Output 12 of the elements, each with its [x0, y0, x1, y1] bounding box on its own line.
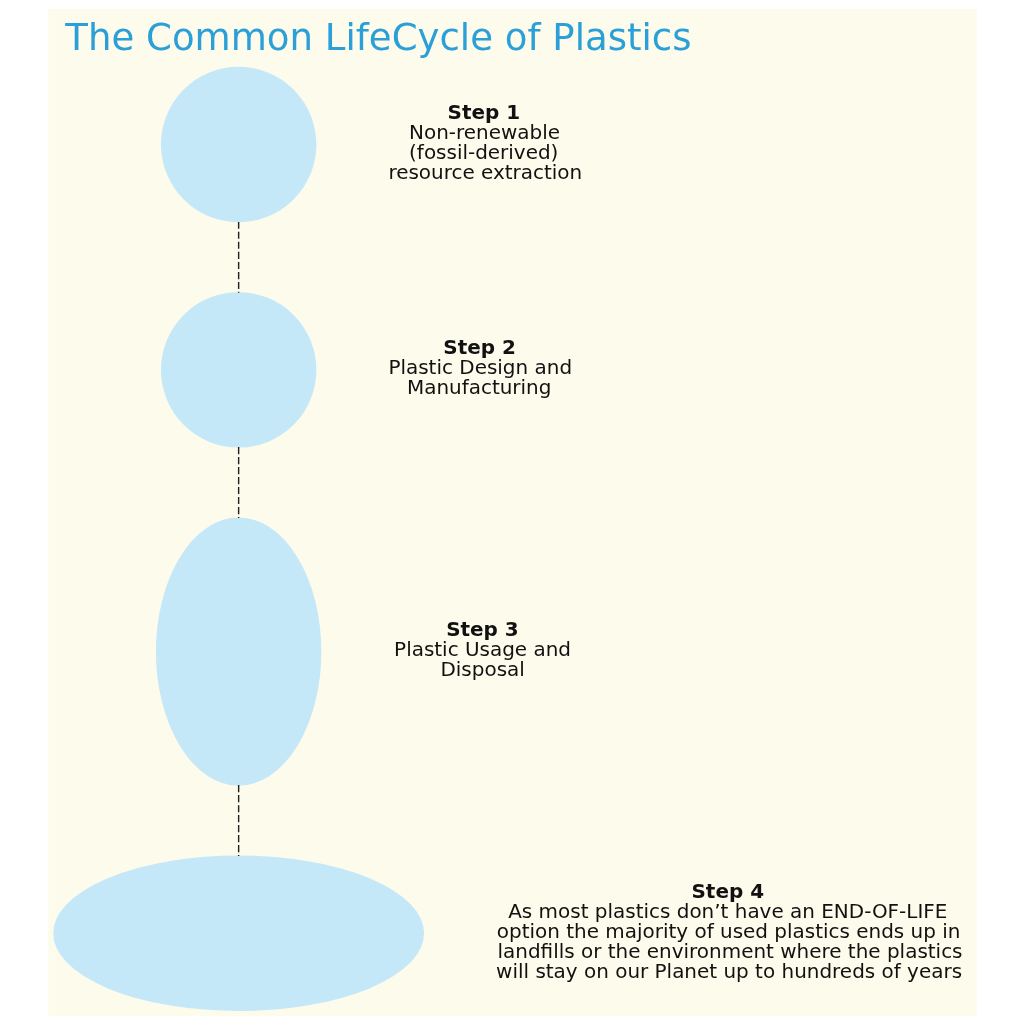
node-ellipse: [155, 517, 321, 786]
node-label: Step 1: [447, 99, 520, 124]
node-ellipse: [52, 855, 424, 1011]
node-label: Step 2: [442, 334, 516, 359]
connector: [237, 783, 239, 857]
node-circle: [160, 66, 316, 222]
node-circle: [160, 291, 316, 448]
node-label: Step 4: [691, 878, 764, 903]
node-label: Step 3: [445, 616, 519, 641]
connector: [237, 445, 239, 519]
diagram-title: The Common LifeCycle of Plastics: [64, 15, 692, 59]
connector: [237, 220, 239, 294]
